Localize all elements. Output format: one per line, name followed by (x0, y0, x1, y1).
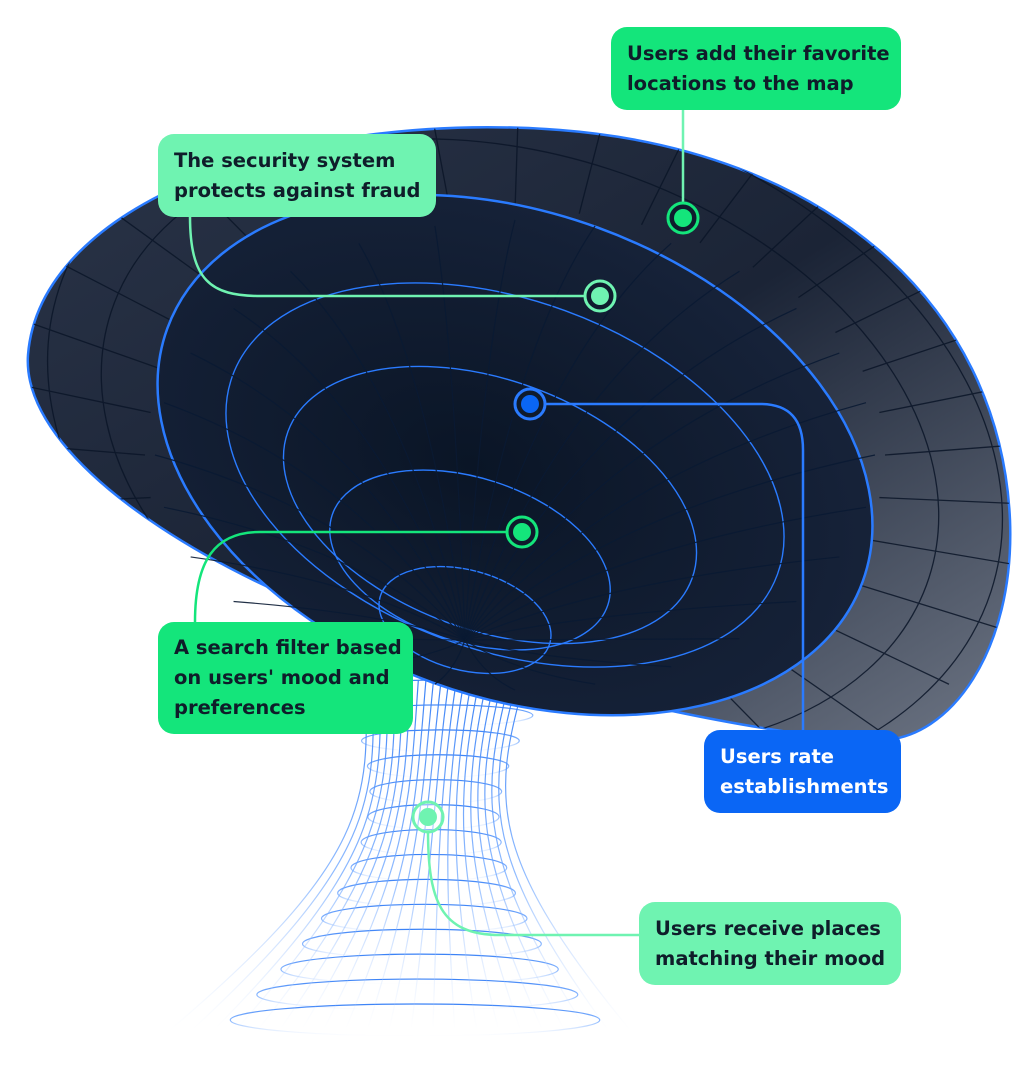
callout-search-line-1: A search filter based (174, 636, 402, 659)
callout-favorites-line-1: Users add their favorite (627, 41, 890, 65)
callout-security-line-1: The security system (174, 148, 396, 172)
marker-favorites (666, 201, 700, 235)
callout-security-line-2: protects against fraud (174, 178, 421, 202)
callout-security: The security system protects against fra… (158, 134, 436, 217)
callout-search-line-2: on users' mood and (174, 666, 390, 689)
callout-receive-line-1: Users receive places (655, 916, 881, 940)
marker-receive (411, 800, 445, 834)
callout-search: A search filter based on users' mood and… (158, 622, 413, 734)
callout-search-line-3: preferences (174, 696, 306, 719)
callout-receive: Users receive places matching their mood (639, 902, 901, 985)
marker-search (505, 515, 539, 549)
callout-favorites: Users add their favorite locations to th… (611, 27, 901, 110)
callout-receive-line-2: matching their mood (655, 946, 886, 970)
connector-receive (426, 829, 640, 937)
connector-search (193, 530, 507, 623)
connector-security (188, 215, 585, 298)
marker-rate (513, 387, 547, 421)
callout-favorites-line-2: locations to the map (627, 71, 854, 95)
callout-rate-line-2: establishments (720, 774, 889, 798)
marker-security (583, 279, 617, 313)
connector-rate (545, 402, 805, 732)
callout-rate-line-1: Users rate (720, 744, 835, 768)
connector-lines (188, 108, 805, 937)
callout-rate: Users rate establishments (704, 730, 901, 813)
